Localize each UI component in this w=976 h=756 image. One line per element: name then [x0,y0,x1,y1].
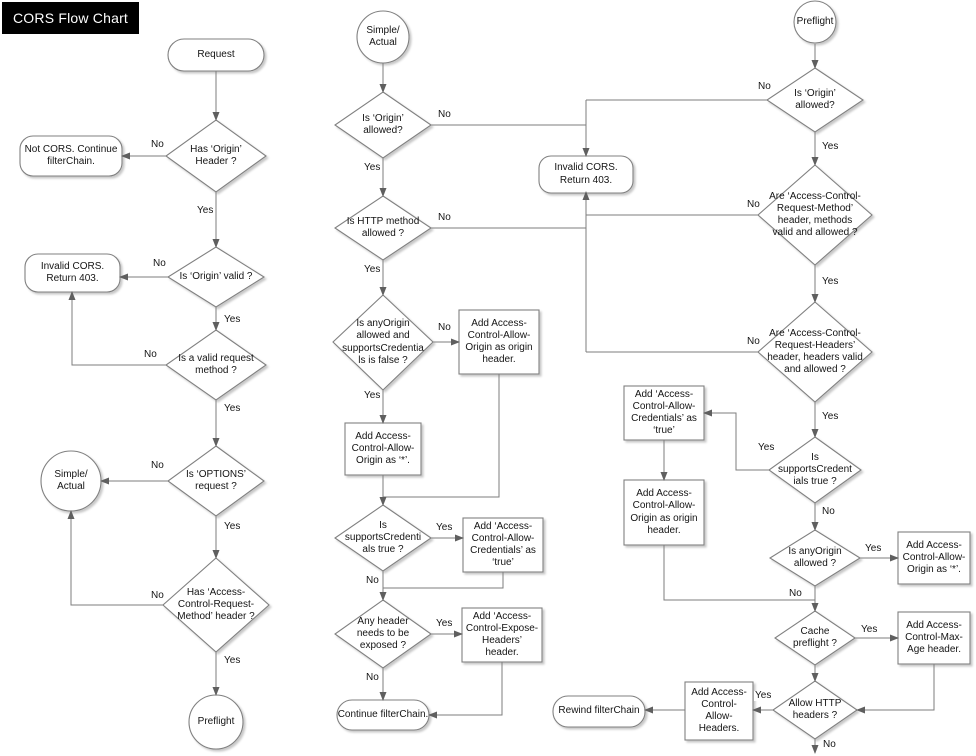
edge-label: Yes [435,618,454,629]
request-terminal-shape [167,38,265,72]
connector [68,291,166,366]
connector [663,545,815,601]
edge-label: Yes [223,314,242,325]
edge-label: Yes [757,442,776,453]
preflight-left-connector-shape [188,694,244,750]
add-acao-star-right-process-shape [897,531,971,585]
edge-label: No [746,336,761,347]
any-header-decision-shape [334,599,432,669]
edge-label: Yes [196,205,215,216]
anyorigin-right-decision-shape [768,529,862,587]
add-acah-process-shape [684,681,754,741]
edge-label: No [150,590,165,601]
continue-filterchain-terminal-shape [336,699,430,731]
origin-valid-decision-shape [166,246,266,308]
cache-preflight-decision-shape [774,610,856,666]
edge-label: Yes [864,543,883,554]
connector [383,374,500,498]
edge-label: No [365,575,380,586]
edge-label: No [437,109,452,120]
connector [856,664,935,714]
add-acac-mid-process-shape [462,517,544,573]
not-cors-terminal-shape [19,135,123,177]
edge-label: No [152,258,167,269]
add-acao-star-mid-process-shape [344,422,422,476]
http-method-decision-shape [334,195,432,261]
add-acao-origin-right-process-shape [623,479,705,546]
edge-label: No [746,199,761,210]
origin-allowed-mid-decision-shape [334,91,432,159]
edge-label: No [437,212,452,223]
edge-label: No [437,322,452,333]
simple-actual-left-connector-shape [40,450,102,512]
allow-http-headers-decision-shape [772,680,858,740]
acrm-valid-decision-shape [757,164,873,266]
edge-label: No [822,739,837,750]
connector [67,510,163,606]
add-aceh-process-shape [461,607,543,663]
edge-label: Yes [821,141,840,152]
connector [703,409,769,471]
invalid-cors-mid-terminal-shape [538,155,634,194]
rewind-filterchain-terminal-shape [552,695,646,728]
valid-method-decision-shape [165,329,267,401]
edge-label: No [150,460,165,471]
simple-actual-mid-connector-shape [356,10,410,64]
connectors [67,44,935,754]
origin-allowed-right-decision-shape [766,67,864,133]
has-origin-decision-shape [165,119,267,193]
edge-label: Yes [223,403,242,414]
supports-cred-mid-decision-shape [334,504,432,572]
edge-label: No [365,672,380,683]
options-request-decision-shape [167,445,265,517]
connector [428,662,503,719]
edge-label: Yes [363,264,382,275]
edge-label: Yes [821,411,840,422]
page-title: CORS Flow Chart [2,2,140,34]
edge-label: Yes [435,522,454,533]
anyorigin-cred-decision-shape [332,294,434,391]
connector [383,572,504,589]
edge-label: Yes [754,690,773,701]
edge-label: Yes [821,276,840,287]
preflight-right-connector-shape [793,0,837,44]
edge-label: No [788,588,803,599]
invalid-cors-left-terminal-shape [24,253,121,293]
edge-label: Yes [363,162,382,173]
edge-label: No [757,81,772,92]
acrh-valid-decision-shape [757,301,873,403]
supports-cred-right-decision-shape [768,436,862,504]
edge-label: Yes [363,390,382,401]
edge-label: No [150,139,165,150]
edge-label: No [821,506,836,517]
edge-label: Yes [223,521,242,532]
add-acac-right-process-shape [623,385,705,441]
edge-label: No [143,349,158,360]
has-acrm-decision-shape [162,557,270,653]
edge-label: Yes [223,655,242,666]
add-acao-origin-mid-process-shape [458,309,540,375]
add-acma-process-shape [897,611,971,665]
edge-label: Yes [860,624,879,635]
